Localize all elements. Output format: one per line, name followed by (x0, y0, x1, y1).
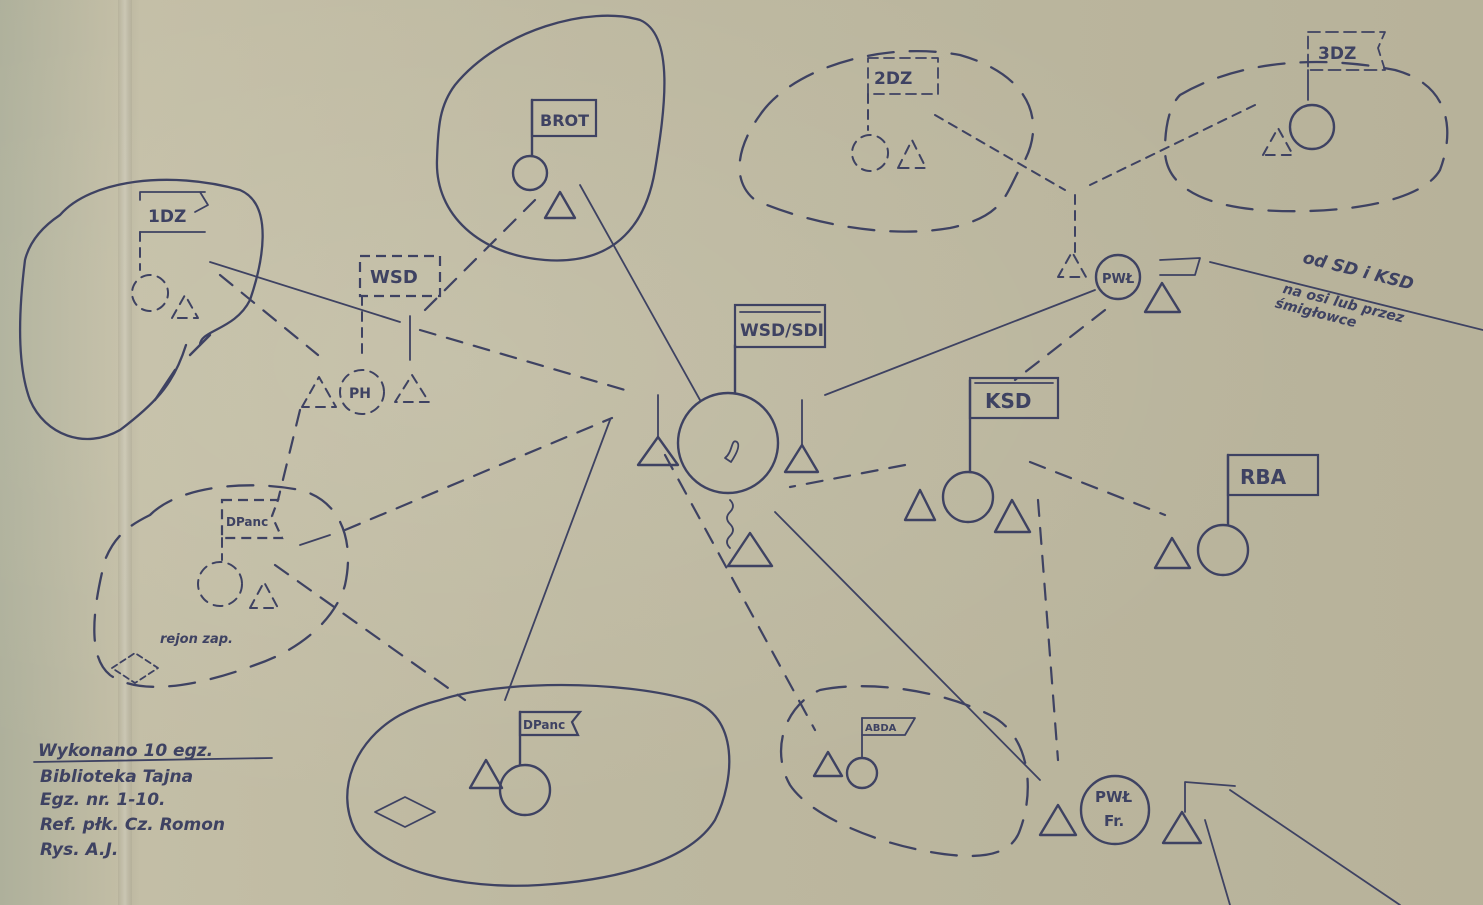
label-1dz: 1DZ (148, 207, 186, 227)
label-dpanc-bottom: DPanc (523, 718, 565, 732)
area-2dz (738, 49, 1035, 233)
area-1dz (18, 178, 264, 441)
label-brot: BROT (540, 111, 589, 130)
unit-symbols (111, 31, 1386, 846)
label-abda: ABDA (865, 723, 897, 734)
footer-line2: Biblioteka Tajna (40, 767, 193, 787)
label-ksd: KSD (985, 389, 1032, 413)
center-command-circle (676, 391, 780, 495)
label-rba: RBA (1240, 465, 1287, 489)
area-3dz (1163, 60, 1449, 213)
area-abda (779, 685, 1029, 858)
footer-line1: Wykonano 10 egz. (38, 741, 213, 761)
label-pwl: PWŁ (1102, 272, 1134, 287)
label-wsd: WSD (370, 267, 418, 288)
center-flag (733, 303, 827, 349)
area-dpanc-reserve (93, 484, 350, 688)
label-2dz: 2DZ (874, 69, 912, 89)
footer-line3: Egz. nr. 1-10. (40, 790, 166, 810)
area-brot (435, 14, 666, 262)
label-pwl-fr-2: Fr. (1104, 812, 1124, 830)
label-center: WSD/SDI (740, 321, 824, 341)
od-sd-note: od SD i KSD na osi lub przez śmigłowce (1273, 248, 1416, 331)
label-pwl-fr-1: PWŁ (1095, 788, 1133, 806)
footer-line5: Rys. A.J. (40, 840, 118, 860)
labels: WSD/SDI BROT 1DZ 2DZ 3DZ WSD PH PWŁ KSD … (33, 44, 1416, 860)
area-outlines (18, 14, 1449, 887)
label-3dz: 3DZ (1318, 44, 1356, 64)
links (153, 104, 1483, 905)
label-dpanc-reserve: DPanc (226, 515, 268, 529)
area-dpanc-bottom (346, 683, 731, 887)
od-sd-line1: od SD i KSD (1301, 248, 1416, 295)
label-rejon: rejon zap. (160, 632, 233, 647)
footer-line4: Ref. płk. Cz. Romon (40, 815, 225, 835)
label-ph: PH (349, 386, 371, 402)
